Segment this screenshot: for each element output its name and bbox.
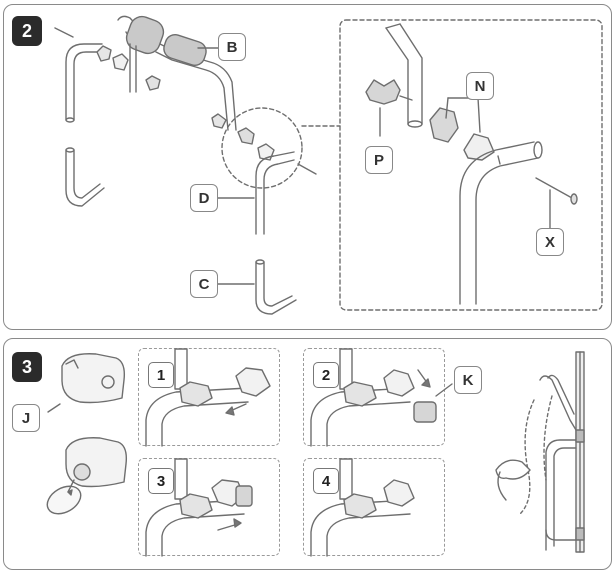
- label-d: D: [190, 184, 218, 212]
- substep-3-box: [138, 458, 280, 556]
- substep-1-box: [138, 348, 280, 446]
- label-p: P: [365, 146, 393, 174]
- substep-2-number: 2: [313, 362, 339, 388]
- label-k: K: [454, 366, 482, 394]
- label-j: J: [12, 404, 40, 432]
- substep-4-box: [303, 458, 445, 556]
- label-c: C: [190, 270, 218, 298]
- step-3-number: 3: [12, 352, 42, 382]
- substep-2-box: [303, 348, 445, 446]
- step-2-number: 2: [12, 16, 42, 46]
- substep-1-number: 1: [148, 362, 174, 388]
- label-b: B: [218, 33, 246, 61]
- label-x: X: [536, 228, 564, 256]
- substep-3-number: 3: [148, 468, 174, 494]
- substep-4-number: 4: [313, 468, 339, 494]
- label-n: N: [466, 72, 494, 100]
